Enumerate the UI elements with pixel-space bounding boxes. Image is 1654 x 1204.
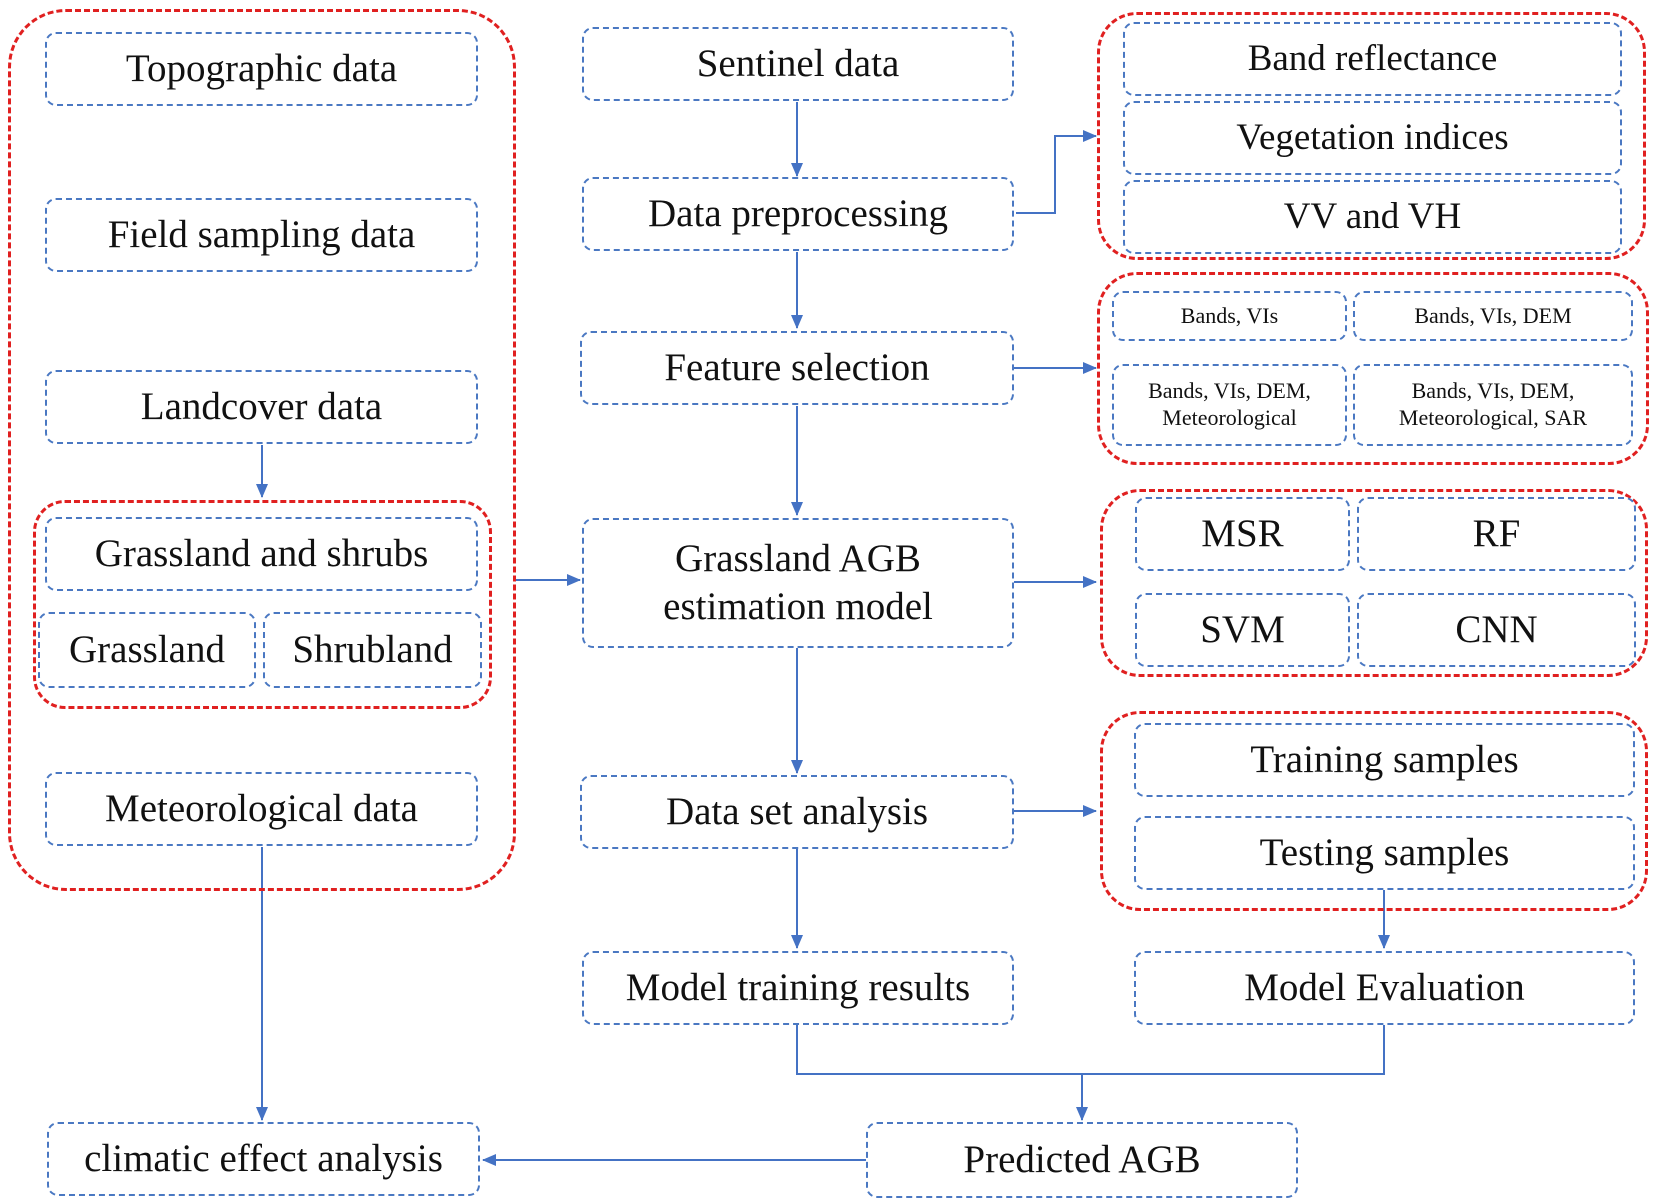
svm-label: SVM — [1200, 608, 1285, 652]
feature-combinations-group — [1097, 272, 1649, 465]
connector-model-evaluation-to-predicted-agb — [1082, 1024, 1385, 1075]
feature-selection-label: Feature selection — [664, 346, 930, 390]
vegetation-indices-label: Vegetation indices — [1236, 117, 1509, 159]
grassland-and-shrubs-label: Grassland and shrubs — [94, 532, 429, 576]
connector-training-results-to-predicted-agb — [796, 1024, 1082, 1075]
feature-combination-4-line-2: Meteorological, SAR — [1398, 405, 1588, 430]
training-samples-box: Training samples — [1134, 723, 1635, 797]
shrubland-box: Shrubland — [263, 612, 482, 688]
agb-model-line-1: Grassland AGB — [675, 537, 921, 581]
feature-combination-4-line-1: Bands, VIs, DEM, — [1411, 378, 1575, 404]
feature-selection-box: Feature selection — [580, 331, 1014, 405]
shrubland-label: Shrubland — [292, 628, 453, 672]
band-reflectance-label: Band reflectance — [1247, 38, 1498, 80]
grassland-label: Grassland — [69, 628, 225, 672]
model-evaluation-box: Model Evaluation — [1134, 951, 1635, 1025]
model-evaluation-label: Model Evaluation — [1244, 966, 1525, 1010]
climatic-effect-analysis-label: climatic effect analysis — [84, 1137, 443, 1181]
rf-box: RF — [1357, 497, 1636, 571]
predicted-agb-label: Predicted AGB — [963, 1138, 1201, 1182]
climatic-effect-analysis-box: climatic effect analysis — [47, 1122, 480, 1196]
sentinel-data-label: Sentinel data — [696, 42, 900, 86]
predicted-agb-box: Predicted AGB — [866, 1122, 1298, 1198]
feature-combination-2-label: Bands, VIs, DEM — [1414, 302, 1572, 328]
feature-combination-1-label: Bands, VIs — [1180, 302, 1279, 328]
field-sampling-data-box: Field sampling data — [45, 198, 478, 272]
samples-group — [1100, 711, 1648, 911]
sentinel-data-box: Sentinel data — [582, 27, 1014, 101]
feature-combination-bands-vis-dem-box: Bands, VIs, DEM — [1353, 291, 1633, 341]
cnn-label: CNN — [1455, 608, 1538, 652]
field-sampling-data-label: Field sampling data — [107, 213, 416, 257]
topographic-data-box: Topographic data — [45, 32, 478, 106]
feature-combination-with-meteorological-box: Bands, VIs, DEM, Meteorological — [1112, 364, 1347, 446]
vv-and-vh-label: VV and VH — [1283, 196, 1462, 238]
landcover-data-box: Landcover data — [45, 370, 478, 444]
topographic-data-label: Topographic data — [125, 47, 398, 91]
testing-samples-label: Testing samples — [1259, 831, 1510, 875]
algorithms-group — [1100, 489, 1648, 677]
msr-box: MSR — [1135, 497, 1350, 571]
agb-model-line-2: estimation model — [663, 585, 933, 628]
testing-samples-box: Testing samples — [1134, 816, 1635, 890]
input-data-group — [8, 9, 516, 891]
data-preprocessing-box: Data preprocessing — [582, 177, 1014, 251]
model-training-results-box: Model training results — [582, 951, 1014, 1025]
training-samples-label: Training samples — [1250, 738, 1519, 782]
model-training-results-label: Model training results — [625, 966, 971, 1010]
arrow-preprocessing-to-features — [1016, 130, 1097, 214]
feature-combination-with-sar-box: Bands, VIs, DEM, Meteorological, SAR — [1353, 364, 1633, 446]
vegetation-indices-box: Vegetation indices — [1123, 101, 1622, 175]
grassland-box: Grassland — [38, 612, 256, 688]
grassland-agb-estimation-model-box: Grassland AGB estimation model — [582, 518, 1014, 648]
vv-and-vh-box: VV and VH — [1123, 180, 1622, 254]
rf-label: RF — [1472, 512, 1521, 556]
svm-box: SVM — [1135, 593, 1350, 667]
band-reflectance-box: Band reflectance — [1123, 22, 1622, 96]
feature-combination-bands-vis-box: Bands, VIs — [1112, 291, 1347, 341]
grassland-agb-estimation-model-label: Grassland AGB estimation model — [663, 535, 933, 630]
feature-combination-3-line-1: Bands, VIs, DEM, — [1148, 378, 1311, 404]
data-set-analysis-box: Data set analysis — [580, 775, 1014, 849]
feature-combination-3-label: Bands, VIs, DEM, Meteorological — [1148, 378, 1311, 432]
meteorological-data-label: Meteorological data — [105, 787, 418, 831]
feature-combination-4-label: Bands, VIs, DEM, Meteorological, SAR — [1399, 378, 1587, 432]
landcover-classes-group — [33, 500, 492, 709]
msr-label: MSR — [1201, 512, 1284, 556]
sentinel-features-group — [1097, 12, 1646, 260]
landcover-data-label: Landcover data — [140, 385, 383, 429]
meteorological-data-box: Meteorological data — [45, 772, 478, 846]
grassland-and-shrubs-box: Grassland and shrubs — [45, 517, 478, 591]
cnn-box: CNN — [1357, 593, 1636, 667]
data-preprocessing-label: Data preprocessing — [648, 192, 948, 236]
data-set-analysis-label: Data set analysis — [665, 790, 929, 834]
feature-combination-3-line-2: Meteorological — [1162, 405, 1297, 430]
